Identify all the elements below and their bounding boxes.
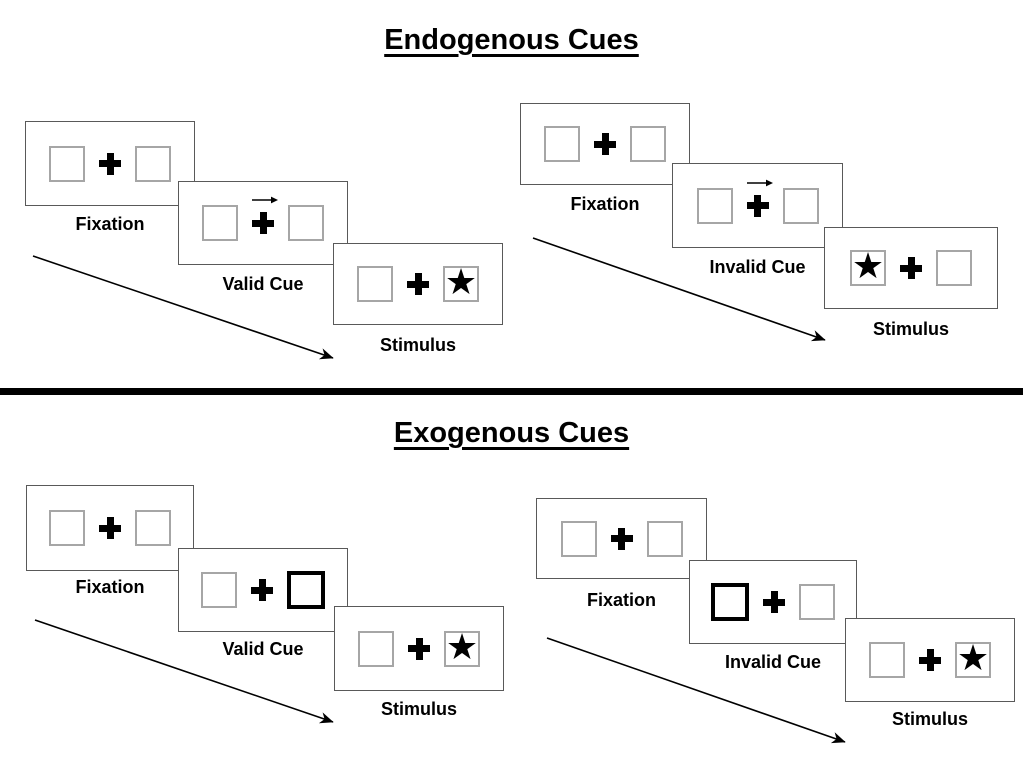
stimulus-panel: ★ [824, 227, 998, 309]
right-box [782, 187, 819, 224]
panel-label: Valid Cue [222, 639, 304, 659]
fixation-cross-icon [99, 152, 121, 175]
fixation-panel [26, 485, 194, 571]
left-box [869, 642, 905, 678]
valid-cue-panel [178, 548, 348, 632]
left-box [544, 126, 580, 162]
star-icon: ★ [445, 626, 479, 668]
left-box [49, 510, 85, 546]
fixation-panel [25, 121, 195, 206]
right-box [135, 510, 171, 546]
left-box [560, 520, 597, 557]
panel-label: Fixation [75, 214, 145, 234]
left-box: ★ [850, 246, 886, 287]
panel-label: Fixation [75, 577, 145, 597]
right-box [936, 250, 972, 286]
right-box-highlight-cue [287, 571, 325, 609]
fixation-cross-icon [610, 527, 633, 550]
fixation-cross-icon [251, 579, 273, 601]
left-box [358, 630, 394, 667]
fixation-cross-icon [900, 257, 922, 279]
right-box [799, 584, 835, 620]
panel-label: Valid Cue [222, 274, 304, 294]
fixation-cross-icon [594, 133, 616, 155]
invalid-cue-panel [689, 560, 857, 644]
fixation-cross-icon [99, 517, 121, 539]
left-box [201, 572, 237, 608]
timeline-arrow-icon [34, 619, 334, 724]
panel-label: Stimulus [872, 319, 949, 339]
star-icon: ★ [851, 246, 885, 287]
right-box: ★ [443, 262, 479, 303]
cue-arrow-right-icon [746, 179, 773, 186]
right-box: ★ [444, 626, 480, 668]
stimulus-panel: ★ [334, 606, 504, 691]
fixation-cross-icon [252, 212, 274, 234]
fixation-cross-icon [407, 273, 429, 295]
left-box [202, 205, 238, 241]
invalid-cue-panel [672, 163, 843, 248]
fixation-cross-icon [919, 649, 941, 671]
timeline-arrow-icon [32, 255, 334, 360]
timeline-arrow-icon [532, 237, 826, 342]
timeline-arrow-icon [546, 637, 846, 744]
left-box [696, 187, 733, 224]
section-title-endogenous: Endogenous Cues [384, 24, 639, 56]
star-icon: ★ [444, 262, 478, 303]
fixation-cross-icon [746, 194, 769, 217]
valid-cue-panel [178, 181, 348, 265]
right-box: ★ [955, 638, 991, 679]
panel-label: Fixation [586, 590, 656, 610]
panel-label: Invalid Cue [724, 652, 822, 672]
star-icon: ★ [956, 638, 990, 679]
right-box [288, 205, 324, 241]
panel-label: Fixation [570, 194, 640, 214]
fixation-panel [520, 103, 690, 185]
section-divider [0, 388, 1023, 395]
panel-label: Stimulus [380, 699, 457, 719]
fixation-cross-icon [408, 637, 430, 660]
stimulus-panel: ★ [333, 243, 503, 325]
right-box [135, 145, 171, 182]
left-box-highlight-cue [711, 583, 749, 621]
right-box [646, 520, 683, 557]
fixation-panel [536, 498, 707, 579]
panel-label: Stimulus [379, 335, 456, 355]
panel-label: Stimulus [891, 709, 968, 729]
left-box [49, 145, 85, 182]
left-box [357, 266, 393, 302]
stimulus-panel: ★ [845, 618, 1015, 702]
panel-label: Invalid Cue [709, 257, 806, 277]
section-title-exogenous: Exogenous Cues [393, 417, 630, 449]
cue-arrow-right-icon [252, 196, 278, 204]
fixation-cross-icon [763, 591, 785, 613]
right-box [630, 126, 666, 162]
